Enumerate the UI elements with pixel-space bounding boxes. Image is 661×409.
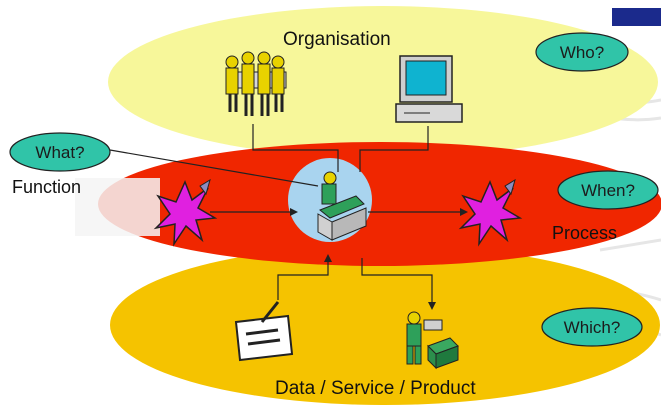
bubble-when: When? [557, 170, 659, 210]
worker-at-desk-icon [317, 171, 367, 241]
starburst-icon-left [153, 178, 218, 247]
bubble-which: Which? [541, 307, 643, 347]
bubble-which-text: Which? [564, 318, 621, 337]
corner-mark [612, 8, 661, 26]
starburst-icon-right [458, 178, 523, 247]
connector-computer-to-center [359, 126, 429, 172]
bubble-who-text: Who? [560, 43, 604, 62]
arrowheads [290, 208, 468, 310]
connector-center-to-worker [361, 258, 433, 305]
organisation-label: Organisation [283, 29, 391, 50]
connector-document-to-center [277, 260, 329, 300]
data-service-product-label: Data / Service / Product [275, 378, 476, 399]
bubble-who: Who? [535, 32, 629, 72]
process-label: Process [552, 223, 618, 243]
bubble-what: What? [9, 132, 111, 172]
computer-icon [395, 55, 463, 123]
people-meeting-icon [225, 51, 287, 116]
data-layer [110, 245, 660, 405]
connectors [109, 124, 460, 305]
person-with-package-icon [406, 311, 459, 370]
function-label: Function [12, 177, 82, 197]
white-band [75, 178, 160, 236]
connector-what-to-center [109, 149, 319, 187]
function-process-layer [98, 142, 661, 266]
document-icon [234, 301, 294, 362]
bubble-what-text: What? [35, 143, 84, 162]
bubble-when-text: When? [581, 181, 635, 200]
connector-people-to-center [252, 124, 339, 172]
organisation-layer [108, 6, 658, 158]
